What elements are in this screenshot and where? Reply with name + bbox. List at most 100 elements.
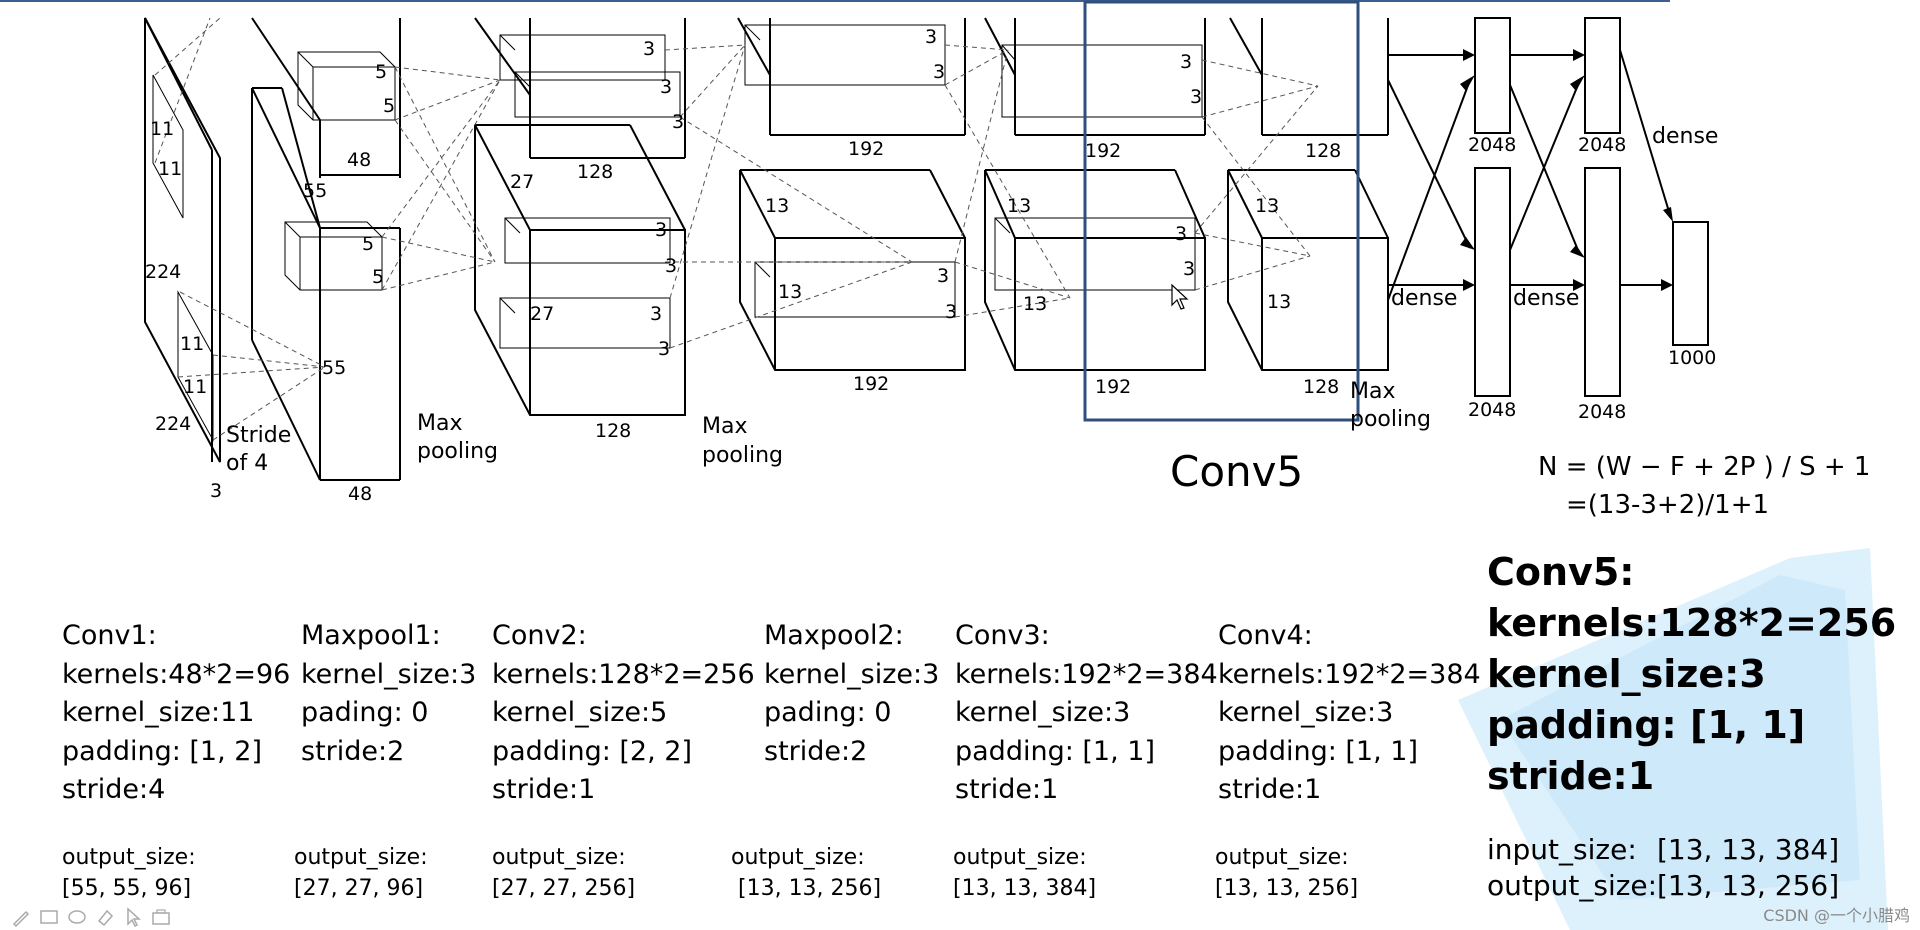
formula: N = (W − F + 2P ) / S + 1 =(13-3+2)/1+1 <box>1538 448 1870 524</box>
input-kernel2-w: 11 <box>183 376 207 398</box>
output-value: [27, 27, 96] <box>294 876 424 901</box>
param-line: stride:4 <box>62 774 166 805</box>
layer-name: Conv4: <box>1218 620 1313 651</box>
conv5-highlight-frame <box>1083 0 1360 422</box>
layer-name: Conv1: <box>62 620 157 651</box>
layer3-block <box>737 17 966 371</box>
param-line: padding: [1, 1] <box>1487 703 1806 747</box>
layer4-depth-top: 192 <box>1085 140 1121 162</box>
param-line: padding: [2, 2] <box>492 735 692 767</box>
param-line: kernels:128*2=256 <box>1487 601 1897 645</box>
param-line: kernels:192*2=384 <box>955 658 1218 690</box>
param-line: stride:1 <box>1218 774 1322 805</box>
conv4-params: Conv4: kernels:192*2=384 kernel_size:3 p… <box>1218 617 1481 810</box>
layer5-size: 13 <box>1255 195 1279 217</box>
screen-icon[interactable] <box>38 906 60 928</box>
stride-label-2: of 4 <box>226 451 268 476</box>
layer3-k4: 3 <box>945 301 957 323</box>
param-line: stride:1 <box>492 774 596 805</box>
highlighter-icon[interactable] <box>94 906 116 928</box>
dense-label-1: dense <box>1391 286 1457 311</box>
dense-arrows <box>1387 49 1671 301</box>
layer4-block <box>984 17 1206 371</box>
layer5-depth-top: 128 <box>1305 140 1341 162</box>
layer4-depth-bottom: 192 <box>1095 376 1131 398</box>
maxpool3-label-1: Max <box>1350 379 1395 404</box>
output-value: [13, 13, 384] <box>953 876 1097 901</box>
input-width: 224 <box>155 413 191 435</box>
param-line: kernel_size:5 <box>492 697 668 728</box>
param-line: stride:2 <box>764 735 868 767</box>
param-line: stride:1 <box>1487 754 1655 798</box>
formula-line-2: =(13-3+2)/1+1 <box>1566 490 1770 520</box>
layer1-block <box>251 17 401 481</box>
conv5-params: Conv5: kernels:128*2=256 kernel_size:3 p… <box>1487 547 1896 802</box>
cursor-icon[interactable] <box>122 906 144 928</box>
conv3-output: output_size: [13, 13, 384] <box>953 842 1096 904</box>
output-size-label: output_size: <box>1487 869 1658 902</box>
layer2-k2: 3 <box>660 76 672 98</box>
mouse-cursor-icon <box>1171 283 1189 310</box>
layer1-kernel-1: 5 <box>375 61 387 83</box>
maxpool1-label-2: pooling <box>417 439 498 464</box>
layer5-size-inner: 13 <box>1267 291 1291 313</box>
layer4-k3: 3 <box>1175 223 1187 245</box>
stride-label-1: Stride <box>226 423 291 448</box>
eraser-icon[interactable] <box>66 906 88 928</box>
param-line: stride:2 <box>301 735 405 767</box>
formula-line-1: N = (W − F + 2P ) / S + 1 <box>1538 452 1871 482</box>
layer1-size: 55 <box>303 180 327 202</box>
output-label: output_size: <box>294 845 428 870</box>
param-line: kernels:192*2=384 <box>1218 658 1481 690</box>
pen-icon[interactable] <box>10 906 32 928</box>
layer1-depth-bottom: 48 <box>348 483 372 505</box>
output-label: output_size: <box>62 845 196 870</box>
param-line: kernel_size:3 <box>1487 652 1766 696</box>
layer3-depth-top: 192 <box>848 138 884 160</box>
layer-name: Maxpool1: <box>301 620 441 651</box>
param-line: kernel_size:11 <box>62 697 255 728</box>
output-value: [55, 55, 96] <box>62 876 192 901</box>
layer-name: Conv3: <box>955 620 1050 651</box>
conv3-params: Conv3: kernels:192*2=384 kernel_size:3 p… <box>955 617 1218 810</box>
output-size-value: [13, 13, 256] <box>1657 869 1840 902</box>
fc2-bottom-size: 2048 <box>1578 401 1626 423</box>
layer-name: Conv5: <box>1487 550 1635 594</box>
dense-layers <box>1474 17 1709 397</box>
fc1-bottom-size: 2048 <box>1468 399 1516 421</box>
param-line: kernel_size:3 <box>955 697 1131 728</box>
maxpool2-label-1: Max <box>702 414 747 439</box>
maxpool2-params: Maxpool2: kernel_size:3 pading: 0 stride… <box>764 617 939 771</box>
input-size-label: input_size: <box>1487 833 1637 866</box>
maxpool3-label-2: pooling <box>1350 407 1431 432</box>
camera-icon[interactable] <box>150 906 172 928</box>
layer2-k1: 3 <box>643 38 655 60</box>
param-line: pading: 0 <box>301 697 429 728</box>
layer2-k6: 3 <box>650 303 662 325</box>
param-line: kernels:128*2=256 <box>492 658 755 690</box>
fc2-top-size: 2048 <box>1578 134 1626 156</box>
layer1-kernel-2: 5 <box>383 95 395 117</box>
output-value: [27, 27, 256] <box>492 876 636 901</box>
layer4-k2: 3 <box>1190 86 1202 108</box>
conv2-params: Conv2: kernels:128*2=256 kernel_size:5 p… <box>492 617 755 810</box>
fc1-top-size: 2048 <box>1468 134 1516 156</box>
output-value: [13, 13, 256] <box>738 876 882 901</box>
maxpool1-label-1: Max <box>417 411 462 436</box>
param-line: padding: [1, 1] <box>955 735 1155 767</box>
layer2-depth: 128 <box>577 161 613 183</box>
param-line: kernel_size:3 <box>1218 697 1394 728</box>
connection-lines <box>154 17 1319 441</box>
conv2-output: output_size: [27, 27, 256] <box>492 842 635 904</box>
conv1-params: Conv1: kernels:48*2=96 kernel_size:11 pa… <box>62 617 290 810</box>
layer5-block <box>1227 17 1389 371</box>
layer3-k3: 3 <box>937 265 949 287</box>
output-value: [13, 13, 256] <box>1215 876 1359 901</box>
layer2-size-inner: 27 <box>530 303 554 325</box>
layer3-size-inner: 13 <box>778 281 802 303</box>
layer3-depth-bottom: 192 <box>853 373 889 395</box>
param-line: padding: [1, 2] <box>62 735 262 767</box>
maxpool1-params: Maxpool1: kernel_size:3 pading: 0 stride… <box>301 617 476 771</box>
layer4-k1: 3 <box>1180 51 1192 73</box>
output-size: 1000 <box>1668 347 1716 369</box>
